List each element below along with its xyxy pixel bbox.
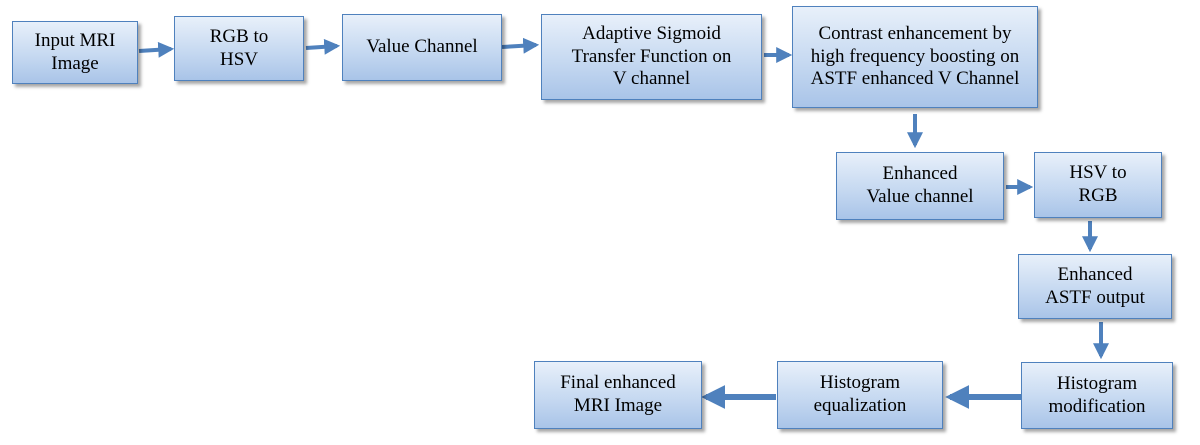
node-hsv-to-rgb: HSV to RGB: [1034, 152, 1162, 218]
arrow-rgb2hsv-to-value: [305, 38, 341, 55]
node-enhanced-value-channel: Enhanced Value channel: [836, 152, 1004, 220]
node-input-mri-image: Input MRI Image: [12, 21, 138, 84]
node-value-channel: Value Channel: [342, 14, 502, 81]
arrow-value-to-astf: [501, 37, 540, 54]
node-histogram-equalization: Histogram equalization: [777, 361, 943, 429]
node-histogram-modification: Histogram modification: [1021, 362, 1173, 429]
node-final-enhanced-mri-image: Final enhanced MRI Image: [534, 361, 702, 429]
node-enhanced-astf-output: Enhanced ASTF output: [1018, 254, 1172, 319]
node-rgb-to-hsv: RGB to HSV: [174, 16, 304, 81]
node-contrast-enhancement: Contrast enhancement by high frequency b…: [792, 6, 1038, 108]
arrow-input-to-rgb2hsv: [138, 41, 175, 58]
node-astf-on-v-channel: Adaptive Sigmoid Transfer Function on V …: [541, 14, 762, 100]
